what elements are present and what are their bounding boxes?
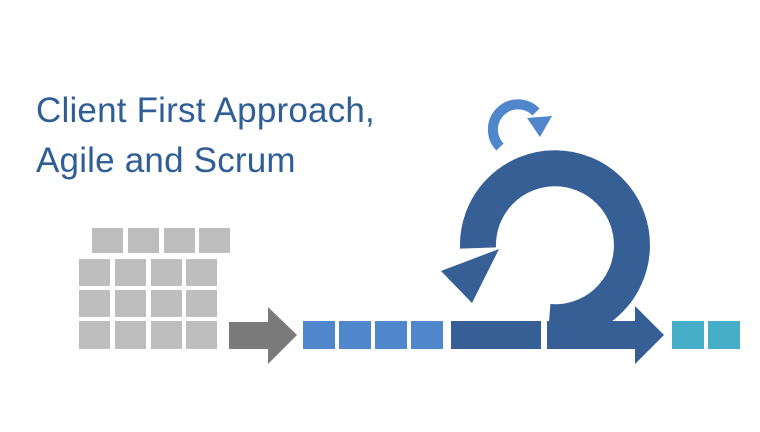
backlog-item [79, 321, 110, 349]
backlog-item [164, 228, 195, 253]
page-title: Client First Approach, Agile and Scrum [36, 86, 375, 186]
increment-item [672, 321, 704, 349]
backlog-item [151, 259, 182, 286]
backlog-item [92, 228, 123, 253]
title-line-1: Client First Approach, [36, 91, 375, 130]
backlog-item [199, 228, 230, 253]
backlog-item [186, 259, 217, 286]
increment-item [708, 321, 740, 349]
backlog-item [115, 259, 146, 286]
backlog-item [115, 321, 146, 349]
sprint-bar [451, 321, 541, 349]
increment [672, 321, 740, 349]
right-arrow-icon [229, 307, 297, 364]
right-arrow-icon [547, 306, 664, 364]
sprint-item [339, 321, 371, 349]
backlog-item [151, 290, 182, 317]
sprint-item [411, 321, 443, 349]
backlog-item [79, 259, 110, 286]
backlog-item [128, 228, 159, 253]
sprint-cycle-icon [441, 150, 650, 341]
backlog-item [186, 290, 217, 317]
backlog-item [115, 290, 146, 317]
sprint-item [375, 321, 407, 349]
title-line-2: Agile and Scrum [36, 141, 296, 180]
product-backlog [79, 228, 230, 349]
sprint-backlog [303, 321, 443, 349]
backlog-item [151, 321, 182, 349]
sprint-item [303, 321, 335, 349]
daily-cycle-icon [487, 99, 552, 151]
backlog-item [186, 321, 217, 349]
backlog-item [79, 290, 110, 317]
